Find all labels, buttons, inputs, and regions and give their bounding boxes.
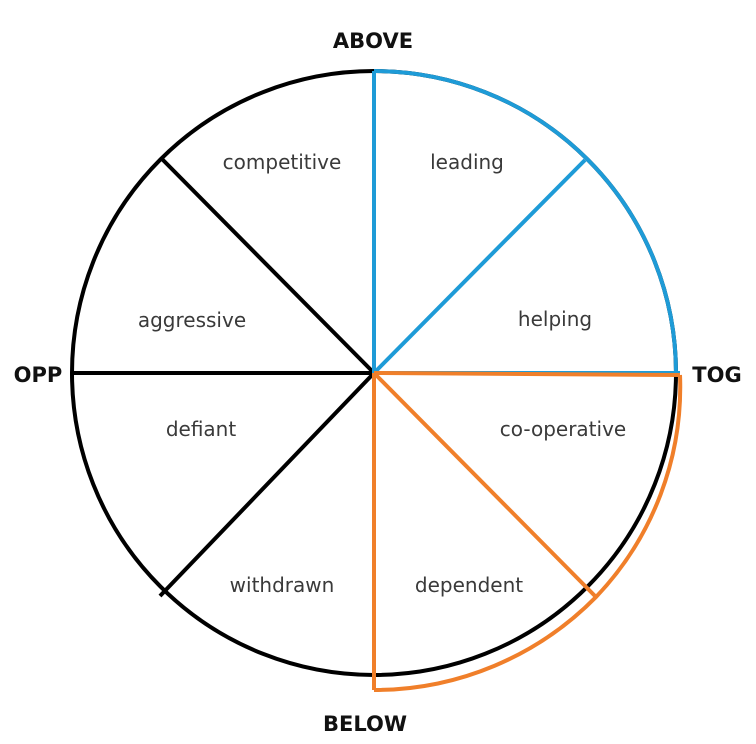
axis-label-below: BELOW <box>323 712 407 736</box>
sector-label-leading: leading <box>430 150 504 174</box>
orange-highlight-region <box>372 371 683 693</box>
sector-label-helping: helping <box>518 307 592 331</box>
sector-label-competitive: competitive <box>223 150 342 174</box>
blue-arc <box>373 69 678 374</box>
blue-spoke-diagonal <box>372 158 587 375</box>
spoke-lower-left <box>158 371 376 598</box>
axis-label-tog: TOG <box>692 363 741 387</box>
axis-label-above: ABOVE <box>333 29 413 53</box>
sector-label-aggressive: aggressive <box>138 308 246 332</box>
orange-spoke-horizontal <box>373 371 681 377</box>
orange-spoke-diagonal <box>372 371 598 599</box>
sector-label-dependent: dependent <box>415 573 523 597</box>
sector-label-co-operative: co-operative <box>500 417 626 441</box>
sector-label-defiant: defiant <box>166 417 237 441</box>
orange-arc <box>373 374 683 693</box>
axis-label-opp: OPP <box>14 363 63 387</box>
sector-label-withdrawn: withdrawn <box>230 573 335 597</box>
spoke-upper-left <box>160 157 376 375</box>
